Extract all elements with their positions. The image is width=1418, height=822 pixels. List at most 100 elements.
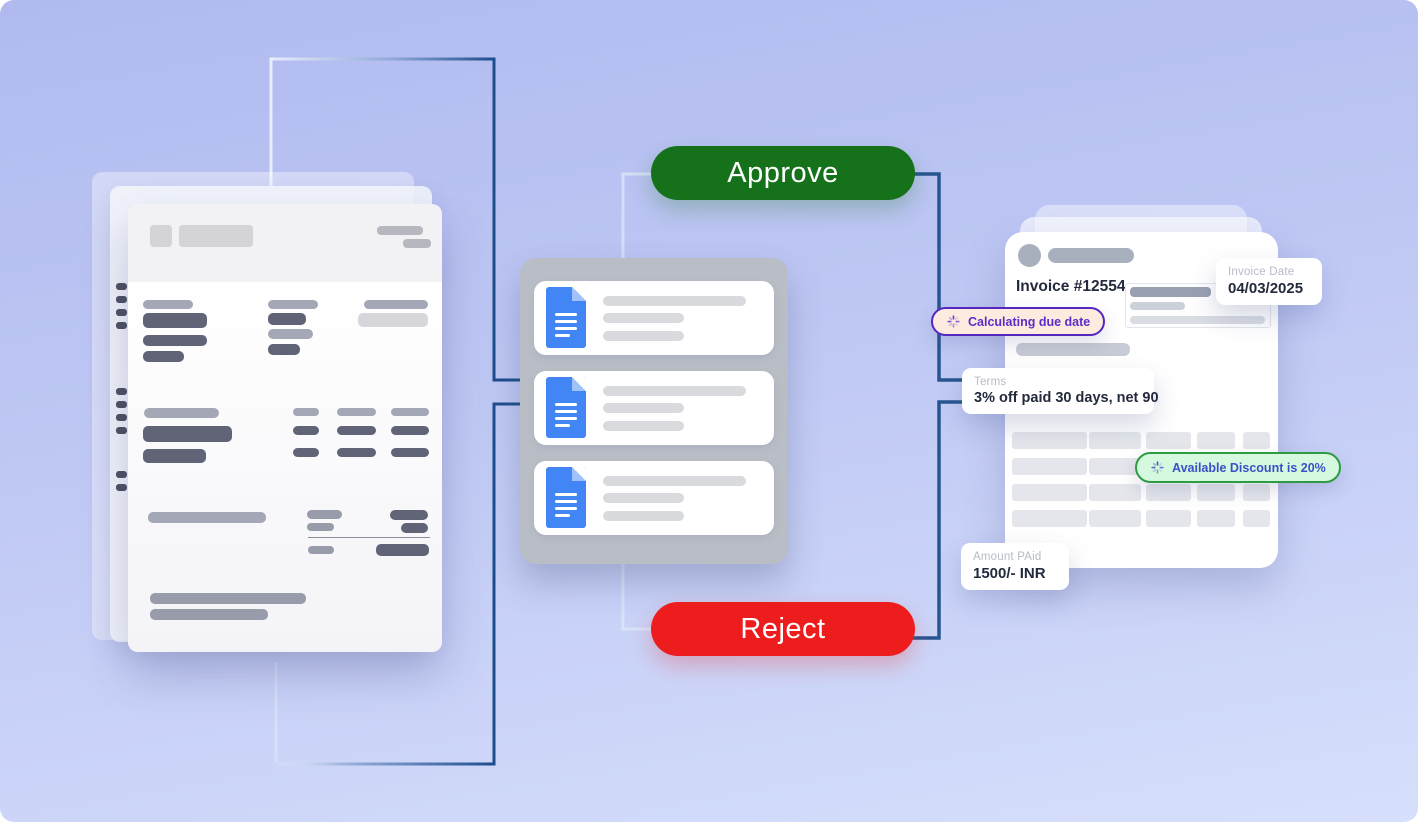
placeholder-bar <box>603 313 684 323</box>
placeholder-bar <box>143 351 184 362</box>
placeholder-bar <box>603 403 684 413</box>
reject-button[interactable]: Reject <box>651 602 915 656</box>
placeholder-bar <box>1012 510 1087 527</box>
placeholder-bar <box>603 331 684 341</box>
total-divider <box>308 537 430 538</box>
amount-paid-value: 1500/- INR <box>973 565 1046 582</box>
placeholder-bar <box>1089 432 1141 449</box>
spinner-icon <box>1151 461 1164 474</box>
placeholder-bar <box>307 523 334 531</box>
page-fold <box>572 287 586 301</box>
placeholder-bar <box>116 309 127 316</box>
placeholder-bar <box>401 523 428 533</box>
page-fold <box>572 467 586 481</box>
placeholder-bar <box>1016 343 1130 356</box>
placeholder-bar <box>1197 484 1235 501</box>
avatar <box>1018 244 1041 267</box>
google-doc-icon <box>546 377 586 438</box>
calculating-due-date-badge: Calculating due date <box>931 307 1106 336</box>
placeholder-bar <box>116 296 127 303</box>
placeholder-bar <box>179 225 253 247</box>
placeholder-bar <box>1130 316 1265 324</box>
placeholder-bar <box>293 448 319 457</box>
placeholder-bar <box>1146 432 1191 449</box>
placeholder-bar <box>1146 510 1191 527</box>
placeholder-bar <box>1012 458 1087 475</box>
placeholder-bar <box>1243 510 1270 527</box>
placeholder-bar <box>603 421 684 431</box>
placeholder-bar <box>1146 484 1191 501</box>
placeholder-bar <box>1243 432 1270 449</box>
invoice-document <box>128 204 442 652</box>
placeholder-bar <box>377 226 423 235</box>
placeholder-bar <box>1130 287 1211 297</box>
placeholder-bar <box>391 448 429 457</box>
amount-paid-label: Amount PAid <box>973 551 1042 563</box>
placeholder-bar <box>390 510 428 520</box>
placeholder-bar <box>403 239 431 248</box>
amount-paid-callout: Amount PAid 1500/- INR <box>961 543 1069 590</box>
placeholder-bar <box>143 335 207 346</box>
placeholder-bar <box>148 512 266 523</box>
placeholder-bar <box>603 386 746 396</box>
terms-callout: Terms 3% off paid 30 days, net 90 <box>962 368 1159 414</box>
discount-badge-label: Available Discount is 20% <box>1172 460 1326 475</box>
page-fold <box>572 377 586 391</box>
invoice-number: Invoice #12554 <box>1016 278 1126 295</box>
placeholder-bar <box>268 329 313 339</box>
logo-placeholder <box>150 225 172 247</box>
placeholder-bar <box>268 300 318 309</box>
placeholder-bar <box>116 414 127 421</box>
placeholder-bar <box>358 313 428 327</box>
placeholder-bar <box>1243 484 1270 501</box>
placeholder-bar <box>1197 510 1235 527</box>
placeholder-bar <box>603 296 746 306</box>
placeholder-bar <box>1089 484 1141 501</box>
placeholder-bar <box>116 322 127 329</box>
placeholder-bar <box>603 493 684 503</box>
placeholder-bar <box>116 484 127 491</box>
placeholder-bar <box>116 388 127 395</box>
placeholder-bar <box>144 408 219 418</box>
placeholder-bar <box>143 300 193 309</box>
placeholder-bar <box>1089 458 1141 475</box>
document-list-card <box>520 258 788 564</box>
placeholder-bar <box>1012 432 1087 449</box>
google-doc-icon <box>546 287 586 348</box>
placeholder-bar <box>150 609 268 620</box>
placeholder-bar <box>1012 484 1087 501</box>
available-discount-badge: Available Discount is 20% <box>1135 452 1341 483</box>
placeholder-bar <box>1089 510 1141 527</box>
placeholder-bar <box>293 408 319 416</box>
placeholder-bar <box>150 593 306 604</box>
placeholder-bar <box>337 408 376 416</box>
calculating-badge-label: Calculating due date <box>968 314 1091 329</box>
invoice-date-value: 04/03/2025 <box>1228 280 1304 297</box>
invoice-date-label: Invoice Date <box>1228 266 1295 278</box>
spinner-icon <box>947 315 960 328</box>
google-doc-icon <box>546 467 586 528</box>
invoice-date-callout: Invoice Date 04/03/2025 <box>1216 258 1322 305</box>
placeholder-bar <box>307 510 342 519</box>
placeholder-bar <box>268 313 306 325</box>
placeholder-bar <box>143 426 232 442</box>
placeholder-bar <box>116 427 127 434</box>
placeholder-bar <box>337 448 376 457</box>
placeholder-bar <box>116 471 127 478</box>
placeholder-bar <box>143 449 206 463</box>
placeholder-bar <box>376 544 429 556</box>
placeholder-bar <box>143 313 207 328</box>
placeholder-bar <box>1197 432 1235 449</box>
terms-label: Terms <box>974 376 1007 388</box>
placeholder-bar <box>1130 302 1185 310</box>
placeholder-bar <box>308 546 334 554</box>
placeholder-bar <box>268 344 300 355</box>
placeholder-bar <box>337 426 376 435</box>
placeholder-bar <box>1048 248 1134 263</box>
placeholder-bar <box>603 476 746 486</box>
placeholder-bar <box>293 426 319 435</box>
approve-button[interactable]: Approve <box>651 146 915 200</box>
document-list-item <box>534 461 774 535</box>
